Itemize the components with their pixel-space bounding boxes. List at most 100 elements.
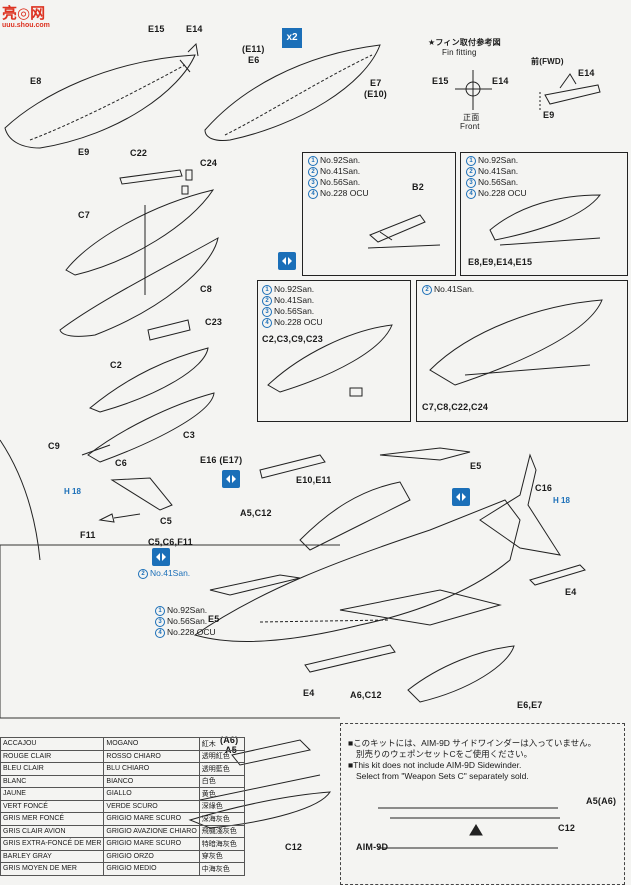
label-e6-e7: E6,E7 — [517, 700, 543, 710]
color-table-cell: GRIGIO MARE SCURO — [103, 837, 200, 851]
squadron-item: No.41San. — [274, 295, 315, 305]
label-e8-group: E8,E9,E14,E15 — [468, 257, 533, 267]
watermark-logo: 亮◎网 — [2, 5, 46, 22]
label-b2: B2 — [412, 182, 424, 192]
label-c24: C24 — [200, 158, 218, 168]
cross-reference-icon — [152, 548, 170, 566]
color-table-cell: 透明紅色 — [198, 749, 245, 763]
label-c12b: C12 — [558, 823, 576, 833]
color-table-cell: 透明藍色 — [198, 762, 245, 776]
fin-label-e15: E15 — [432, 76, 449, 86]
fin-fwd-label: 前(FWD) — [531, 57, 564, 66]
color-table-cell: 黄色 — [198, 787, 245, 801]
label-e10p: (E10) — [364, 89, 388, 99]
cross-reference-icon — [222, 470, 240, 488]
squadron-item: No.56San. — [320, 177, 361, 187]
label-a6-c12: A6,C12 — [350, 690, 382, 700]
color-table-cell: MOGANO — [103, 737, 200, 751]
squadron-item: No.41San. — [320, 166, 361, 176]
squadron-item: No.41San. — [434, 284, 475, 294]
color-table-cell: GRIGIO AVAZIONE CHIARO — [103, 824, 200, 838]
label-c22: C22 — [130, 148, 148, 158]
fin-front-en: Front — [460, 122, 480, 131]
squadron-item: No.92San. — [478, 155, 519, 165]
label-h18b: H 18 — [553, 496, 570, 505]
color-table-cell: GRIGIO MEDIO — [103, 862, 200, 876]
color-table-cell: VERT FONCÉ — [0, 799, 105, 813]
fin-front-jp: 正面 — [463, 113, 480, 122]
color-table-cell: BLANC — [0, 774, 105, 788]
label-c7: C7 — [78, 210, 90, 220]
pod-c7 — [65, 189, 215, 276]
label-c5-c6-f11: C5,C6,F11 — [148, 537, 193, 547]
color-table-cell: BLU CHIARO — [103, 762, 200, 776]
label-c7-group: C7,C8,C22,C24 — [422, 402, 489, 412]
note-en-line1: ■This kit does not include AIM-9D Sidewi… — [348, 760, 522, 770]
label-f11: F11 — [80, 530, 96, 540]
variant-box-4 — [416, 280, 628, 422]
squadron-item: No.56San. — [167, 616, 208, 626]
color-table-cell: GIALLO — [103, 787, 200, 801]
fin-label-e9: E9 — [543, 110, 555, 120]
label-e16: E16 (E17) — [200, 455, 243, 465]
variant-box-3 — [257, 280, 411, 422]
label-c9: C9 — [48, 441, 60, 451]
color-table-cell: GRIS CLAIR AVION — [0, 824, 105, 838]
label-a5-a6: A5(A6) — [586, 796, 617, 806]
note-en-line2: Select from "Weapon Sets C" separately s… — [356, 771, 529, 781]
fin-heading-jp: ★フィン取付参考図 — [428, 38, 501, 47]
label-aim9d: AIM-9D — [356, 842, 389, 852]
note-jp-line2: 別売りのウェポンセットCをご使用ください。 — [356, 749, 533, 759]
squadron-item: No.228 OCU — [320, 188, 369, 198]
label-e4b: E4 — [303, 688, 315, 698]
label-e8: E8 — [30, 76, 42, 86]
squadron-item: No.41San. — [150, 568, 191, 578]
color-table-cell: BLEU CLAIR — [0, 762, 105, 776]
color-table-cell: VERDE SCURO — [103, 799, 200, 813]
label-c3: C3 — [183, 430, 195, 440]
color-table-cell: ROSSO CHIARO — [103, 749, 200, 763]
cross-reference-icon — [278, 252, 296, 270]
label-c16: C16 — [535, 483, 553, 493]
color-table-cell: JAUNE — [0, 787, 105, 801]
color-table-cell: 白色 — [198, 774, 245, 788]
cross-reference-icon — [452, 488, 470, 506]
label-e11p: (E11) — [242, 44, 265, 54]
squadron-item: No.41San. — [478, 166, 519, 176]
squadron-item: No.56San. — [478, 177, 519, 187]
color-table-cell: 飛機淺灰色 — [198, 824, 245, 838]
color-table-cell: 深綠色 — [198, 799, 245, 813]
label-c2: C2 — [110, 360, 122, 370]
squadron-item: No.228 OCU — [167, 627, 216, 637]
squadron-item: No.228 OCU — [274, 317, 323, 327]
squadron-item: No.92San. — [167, 605, 208, 615]
color-table-cell: BARLEY GRAY — [0, 849, 105, 863]
label-e5b: E5 — [208, 614, 220, 624]
tank-mid-top — [204, 44, 381, 141]
watermark-url: uuu.shou.com — [2, 22, 50, 29]
color-table-cell: 穿灰色 — [198, 849, 245, 863]
color-table-cell: 中海灰色 — [198, 862, 245, 876]
label-c23: C23 — [205, 317, 223, 327]
note-jp-line1: ■このキットには、AIM-9D サイドワインダーは入っていません。 — [348, 738, 597, 748]
label-c12: C12 — [285, 842, 303, 852]
label-e14: E14 — [186, 24, 203, 34]
color-table-cell: GRIGIO ORZO — [103, 849, 200, 863]
aircraft-fuselage — [193, 499, 521, 643]
squadron-item: No.92San. — [274, 284, 315, 294]
label-c5: C5 — [160, 516, 172, 526]
